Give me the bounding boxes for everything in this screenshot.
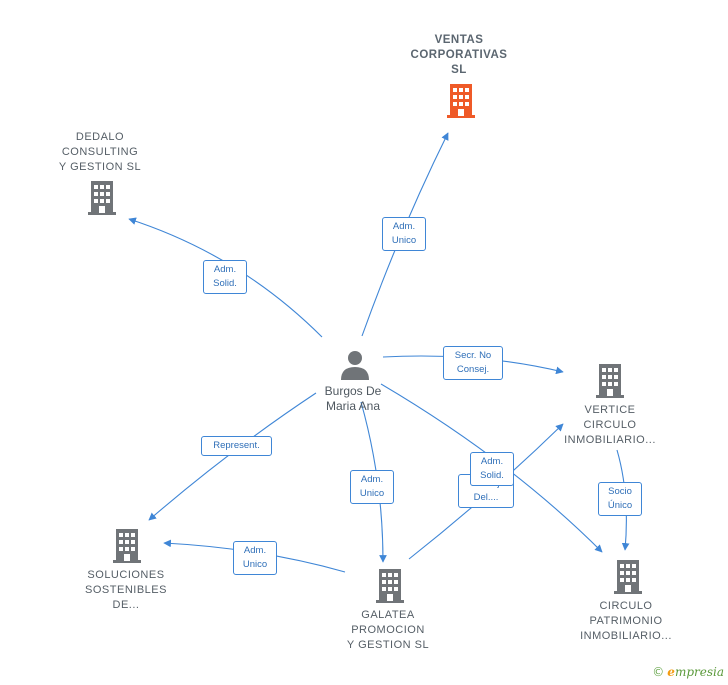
edge-person-soluciones <box>148 392 317 521</box>
brand-footer[interactable]: ©empresia <box>652 665 724 679</box>
building-icon <box>113 529 141 563</box>
edge-label-text: Del.... <box>473 492 499 503</box>
company-name-line: PATRIMONIO <box>589 615 663 627</box>
edge-label-soluciones-person[interactable]: Represent. <box>201 436 272 456</box>
company-name-line: CORPORATIVAS <box>410 49 508 61</box>
edge-label-text: Unico <box>391 235 417 246</box>
company-name-line: INMOBILIARIO... <box>564 434 656 446</box>
company-node-galatea[interactable]: GALATEA PROMOCION Y GESTION SL <box>333 608 443 653</box>
copyright-icon: © <box>652 665 665 679</box>
edge-label-galatea[interactable]: Adm. Unico <box>350 470 394 504</box>
brand-logo-e: e <box>667 665 675 679</box>
company-name-line: VENTAS <box>434 34 484 46</box>
person-icon <box>341 351 369 380</box>
edge-label-ventas[interactable]: Adm. Unico <box>382 217 426 251</box>
company-name-line: CIRCULO <box>599 600 653 612</box>
company-name-line: DEDALO <box>75 131 125 143</box>
brand-name: mpresia <box>674 665 724 679</box>
edge-label-text: Unico <box>359 488 385 499</box>
edge-label-galatea-soluciones[interactable]: Adm. Unico <box>233 541 277 575</box>
company-name-line: DE... <box>112 599 140 611</box>
company-name-line: Y GESTION SL <box>346 639 430 651</box>
person-node[interactable]: Burgos De Maria Ana <box>305 384 401 414</box>
building-icon <box>614 560 642 594</box>
building-icon <box>596 364 624 398</box>
edge-label-text: Consej. <box>456 364 490 375</box>
edge-label-text: Secr. No <box>454 350 492 361</box>
person-name-line: Burgos De <box>324 384 382 398</box>
company-name-line: SL <box>451 64 467 76</box>
company-node-dedalo[interactable]: DEDALO CONSULTING Y GESTION SL <box>45 130 155 175</box>
company-name-line: CONSULTING <box>61 146 139 158</box>
edge-label-text: Solid. <box>480 470 504 481</box>
company-node-soluciones[interactable]: SOLUCIONES SOSTENIBLES DE... <box>70 568 182 613</box>
edge-label-text: Adm. <box>243 545 267 556</box>
edge-label-text: Represent. <box>213 440 260 451</box>
edge-label-text: Solid. <box>213 278 237 289</box>
edge-label-text: Adm. <box>480 456 504 467</box>
company-name-line: INMOBILIARIO... <box>580 630 672 642</box>
company-name-line: Y GESTION SL <box>58 161 142 173</box>
edge-label-dedalo[interactable]: Adm. Solid. <box>203 260 247 294</box>
company-name-line: SOSTENIBLES <box>85 584 167 596</box>
edge-label-text: Unico <box>242 559 268 570</box>
edge-label-text: Adm. <box>360 474 384 485</box>
edge-label-text: Adm. <box>392 221 416 232</box>
building-icon <box>88 181 116 215</box>
company-name-line: SOLUCIONES <box>87 569 165 581</box>
person-name-line: Maria Ana <box>325 399 381 413</box>
company-node-circulo[interactable]: CIRCULO PATRIMONIO INMOBILIARIO... <box>568 599 684 644</box>
building-icon <box>447 84 475 118</box>
company-node-vertice[interactable]: VERTICE CIRCULO INMOBILIARIO... <box>552 403 668 448</box>
building-icon <box>376 569 404 603</box>
company-node-ventas[interactable]: VENTAS CORPORATIVAS SL <box>400 33 518 78</box>
edge-label-vertice-circulo[interactable]: Socio Único <box>598 482 642 516</box>
company-name-line: GALATEA <box>361 609 415 621</box>
company-name-line: CIRCULO <box>583 419 637 431</box>
edge-label-text: Adm. <box>213 264 237 275</box>
company-name-line: VERTICE <box>584 404 636 416</box>
edge-label-text: Único <box>607 500 633 511</box>
company-name-line: PROMOCION <box>351 624 425 636</box>
edge-label-vertice[interactable]: Secr. No Consej. <box>443 346 503 380</box>
edge-label-text: Socio <box>608 486 632 497</box>
edge-label-circulo-person[interactable]: Adm. Solid. <box>470 452 514 486</box>
